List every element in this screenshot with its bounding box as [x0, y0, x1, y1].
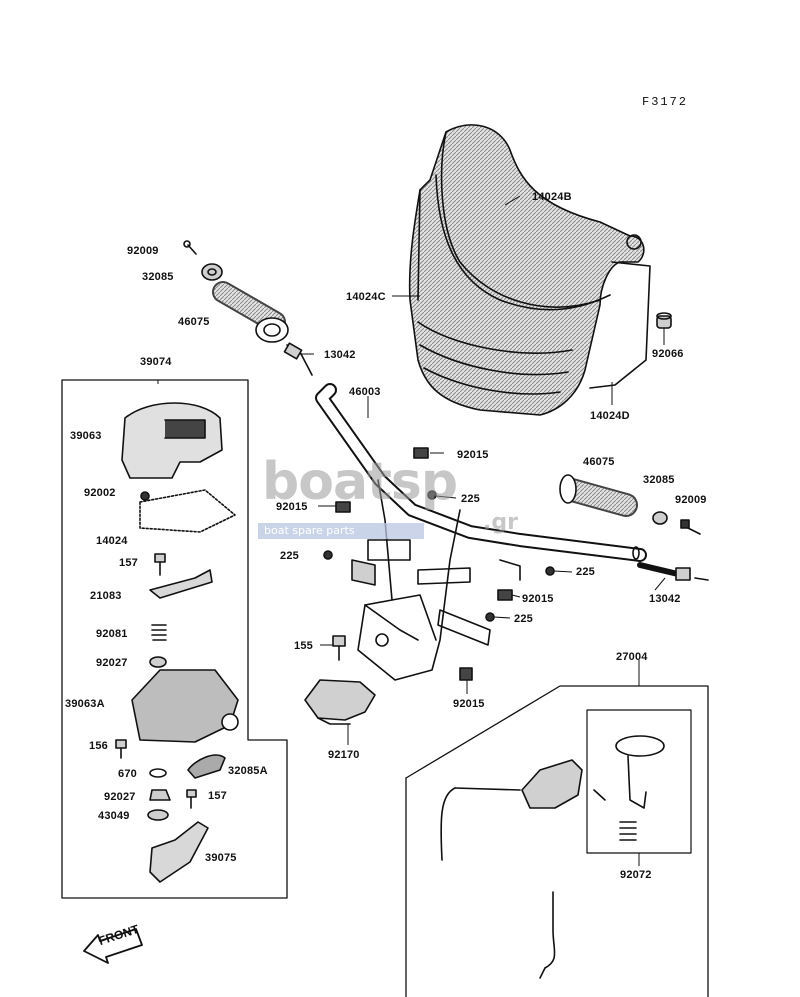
- clip-32085A: [187, 754, 226, 779]
- screw-157-a: [154, 553, 166, 576]
- switch-cover-39063: [121, 402, 223, 479]
- label-92009-right: 92009: [675, 494, 707, 506]
- label-225-c: 225: [576, 566, 595, 578]
- seal-43049: [147, 809, 169, 821]
- label-92081: 92081: [96, 628, 128, 640]
- label-32085-right: 32085: [643, 474, 675, 486]
- watermark-brand: boatsp: [262, 452, 458, 512]
- watermark-tld: .gr: [483, 510, 518, 535]
- handlebar-46003: [315, 383, 647, 562]
- label-39074: 39074: [140, 356, 172, 368]
- label-670: 670: [118, 768, 137, 780]
- clip-92015-b: [335, 501, 351, 513]
- label-225-a: 225: [461, 493, 480, 505]
- label-157-b: 157: [208, 790, 227, 802]
- label-92170: 92170: [328, 749, 360, 761]
- screw-157-b: [186, 789, 197, 809]
- oring-670: [149, 768, 167, 778]
- front-arrow-icon: [83, 928, 143, 964]
- label-92027-a: 92027: [96, 657, 128, 669]
- label-13042-left: 13042: [324, 349, 356, 361]
- label-225-b: 225: [280, 550, 299, 562]
- clip-92015-c: [497, 589, 513, 601]
- label-92015-a: 92015: [457, 449, 489, 461]
- frame-bracket: [351, 479, 521, 681]
- label-43049: 43049: [98, 810, 130, 822]
- lanyard-kit-outline: [405, 685, 709, 997]
- label-14024B: 14024B: [532, 191, 572, 203]
- bolt-155: [332, 635, 346, 661]
- label-92066: 92066: [652, 348, 684, 360]
- label-14024D: 14024D: [590, 410, 630, 422]
- label-156: 156: [89, 740, 108, 752]
- spring-92081: [151, 624, 167, 641]
- label-92027-b: 92027: [104, 791, 136, 803]
- washer-92027-a: [149, 656, 167, 668]
- lever-39075: [149, 821, 209, 883]
- label-27004: 27004: [616, 651, 648, 663]
- label-92015-d: 92015: [453, 698, 485, 710]
- gasket-14024: [139, 489, 236, 533]
- leader-14024B: [504, 195, 521, 206]
- bracket-92170: [304, 679, 376, 725]
- right-grip-group: [559, 474, 709, 581]
- leader-225a: [435, 495, 457, 499]
- lanyard-92072: [593, 735, 665, 841]
- switch-box-outline: [61, 379, 288, 899]
- nut-92027-b: [149, 789, 171, 801]
- clip-92015-a: [413, 447, 429, 459]
- screw-225-d: [485, 612, 495, 622]
- watermark-subtitle: boat spare parts: [258, 523, 424, 539]
- label-157-a: 157: [119, 557, 138, 569]
- label-46003: 46003: [349, 386, 381, 398]
- label-46075-right: 46075: [583, 456, 615, 468]
- grommet-92066: [656, 312, 672, 329]
- left-grip-group: [183, 240, 313, 376]
- clip-92015-d: [459, 667, 473, 681]
- figure-code: F3172: [642, 95, 689, 109]
- label-32085A: 32085A: [228, 765, 268, 777]
- screw-225-a: [427, 490, 437, 500]
- label-39075: 39075: [205, 852, 237, 864]
- label-14024: 14024: [96, 535, 128, 547]
- stop-switch: [440, 759, 583, 979]
- label-92072: 92072: [620, 869, 652, 881]
- label-46075-left: 46075: [178, 316, 210, 328]
- label-92002: 92002: [84, 487, 116, 499]
- screw-225-b: [323, 550, 333, 560]
- label-32085-left: 32085: [142, 271, 174, 283]
- switch-case-39063A: [131, 669, 239, 743]
- leader-225d: [493, 616, 511, 619]
- leader-225c: [553, 570, 573, 573]
- label-39063: 39063: [70, 430, 102, 442]
- screw-156: [115, 739, 127, 759]
- hood-cover: [408, 124, 651, 416]
- screw-225-c: [545, 566, 555, 576]
- label-225-d: 225: [514, 613, 533, 625]
- label-13042-right: 13042: [649, 593, 681, 605]
- plate-21083: [149, 569, 213, 599]
- leader-13042b: [654, 577, 666, 591]
- label-92015-b: 92015: [276, 501, 308, 513]
- label-39063A: 39063A: [65, 698, 105, 710]
- label-92009-left: 92009: [127, 245, 159, 257]
- leader-92015c: [511, 594, 521, 598]
- label-92015-c: 92015: [522, 593, 554, 605]
- label-14024C: 14024C: [346, 291, 386, 303]
- screw-92002: [140, 491, 150, 501]
- label-21083: 21083: [90, 590, 122, 602]
- label-155: 155: [294, 640, 313, 652]
